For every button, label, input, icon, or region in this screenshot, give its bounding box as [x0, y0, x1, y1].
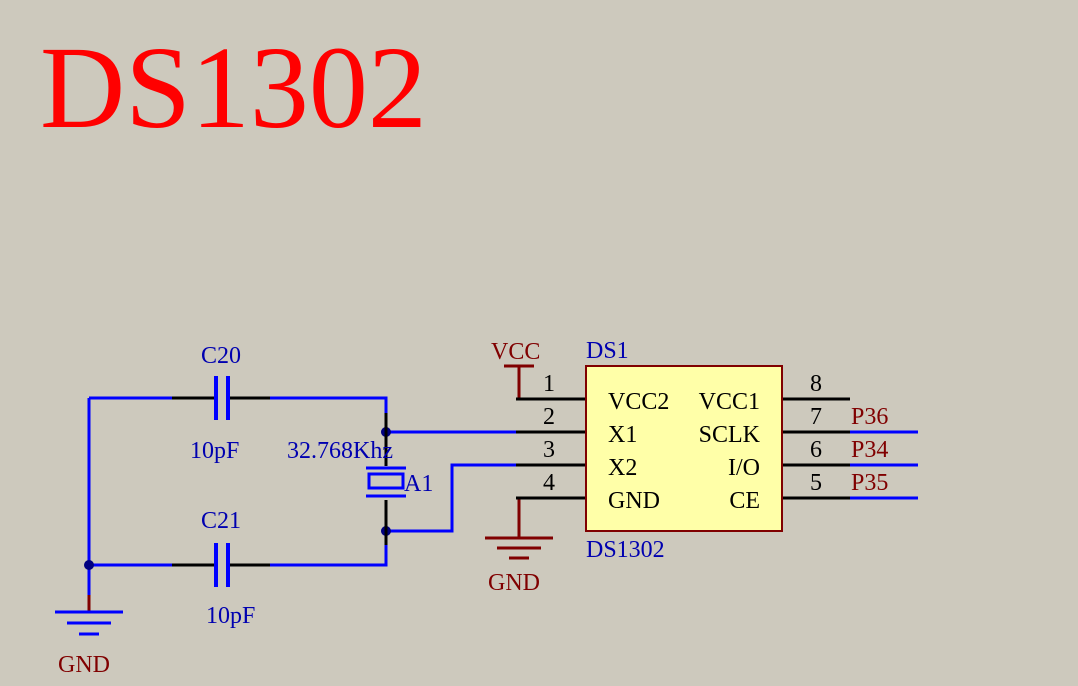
net-label-p35[interactable]: P35 — [851, 470, 888, 496]
vcc-symbol: VCC — [491, 339, 540, 399]
chip-body — [585, 365, 783, 532]
pin-name: I/O — [728, 455, 760, 481]
crystal-ref-label: A1 — [404, 471, 433, 497]
pin-number: 2 — [543, 404, 555, 430]
pin-number: 1 — [543, 371, 555, 397]
pin-number: 5 — [810, 470, 822, 496]
chip-part-label: DS1302 — [586, 537, 665, 563]
net-label-p34[interactable]: P34 — [851, 437, 888, 463]
pin-number: 7 — [810, 404, 822, 430]
crystal-value-label: 32.768Khz — [287, 438, 393, 464]
sheet-title: DS1302 — [40, 22, 427, 153]
c20-ref-label: C20 — [201, 343, 241, 369]
gnd-label-left: GND — [58, 652, 110, 678]
pin-name: VCC2 — [608, 389, 669, 415]
pin-number: 6 — [810, 437, 822, 463]
vcc-label: VCC — [491, 339, 540, 365]
oscillator-wires — [87, 396, 918, 595]
pin-name: VCC1 — [699, 389, 760, 415]
wire-x2-net — [386, 463, 516, 533]
c21-ref-label: C21 — [201, 508, 241, 534]
c21-value-label: 10pF — [206, 603, 255, 629]
wire-c21-right — [270, 545, 388, 567]
wire-c20-right — [270, 396, 388, 413]
chip-ref-label: DS1 — [586, 338, 629, 364]
pin-number: 4 — [543, 470, 555, 496]
capacitor-c20[interactable]: C20 10pF — [172, 343, 270, 464]
gnd-symbol-chip: GND — [485, 498, 553, 596]
pin-name: X1 — [608, 422, 637, 448]
pin-number: 8 — [810, 371, 822, 397]
crystal-a1[interactable]: 32.768Khz A1 — [287, 413, 433, 545]
chip-ds1302[interactable]: 1 2 3 4 8 7 6 5 VCC2 X1 X2 GND VCC1 SCLK… — [516, 338, 850, 563]
junction-dot — [84, 560, 94, 570]
net-labels: P36 P34 P35 — [851, 404, 888, 496]
gnd-symbol-left: GND — [55, 595, 123, 678]
capacitor-c21[interactable]: C21 10pF — [172, 508, 270, 629]
gnd-label-chip: GND — [488, 570, 540, 596]
pin-name: CE — [729, 488, 760, 514]
net-label-p36[interactable]: P36 — [851, 404, 888, 430]
pin-name: X2 — [608, 455, 637, 481]
pin-name: SCLK — [699, 422, 761, 448]
pin-number: 3 — [543, 437, 555, 463]
c20-value-label: 10pF — [190, 438, 239, 464]
pin-name: GND — [608, 488, 660, 514]
